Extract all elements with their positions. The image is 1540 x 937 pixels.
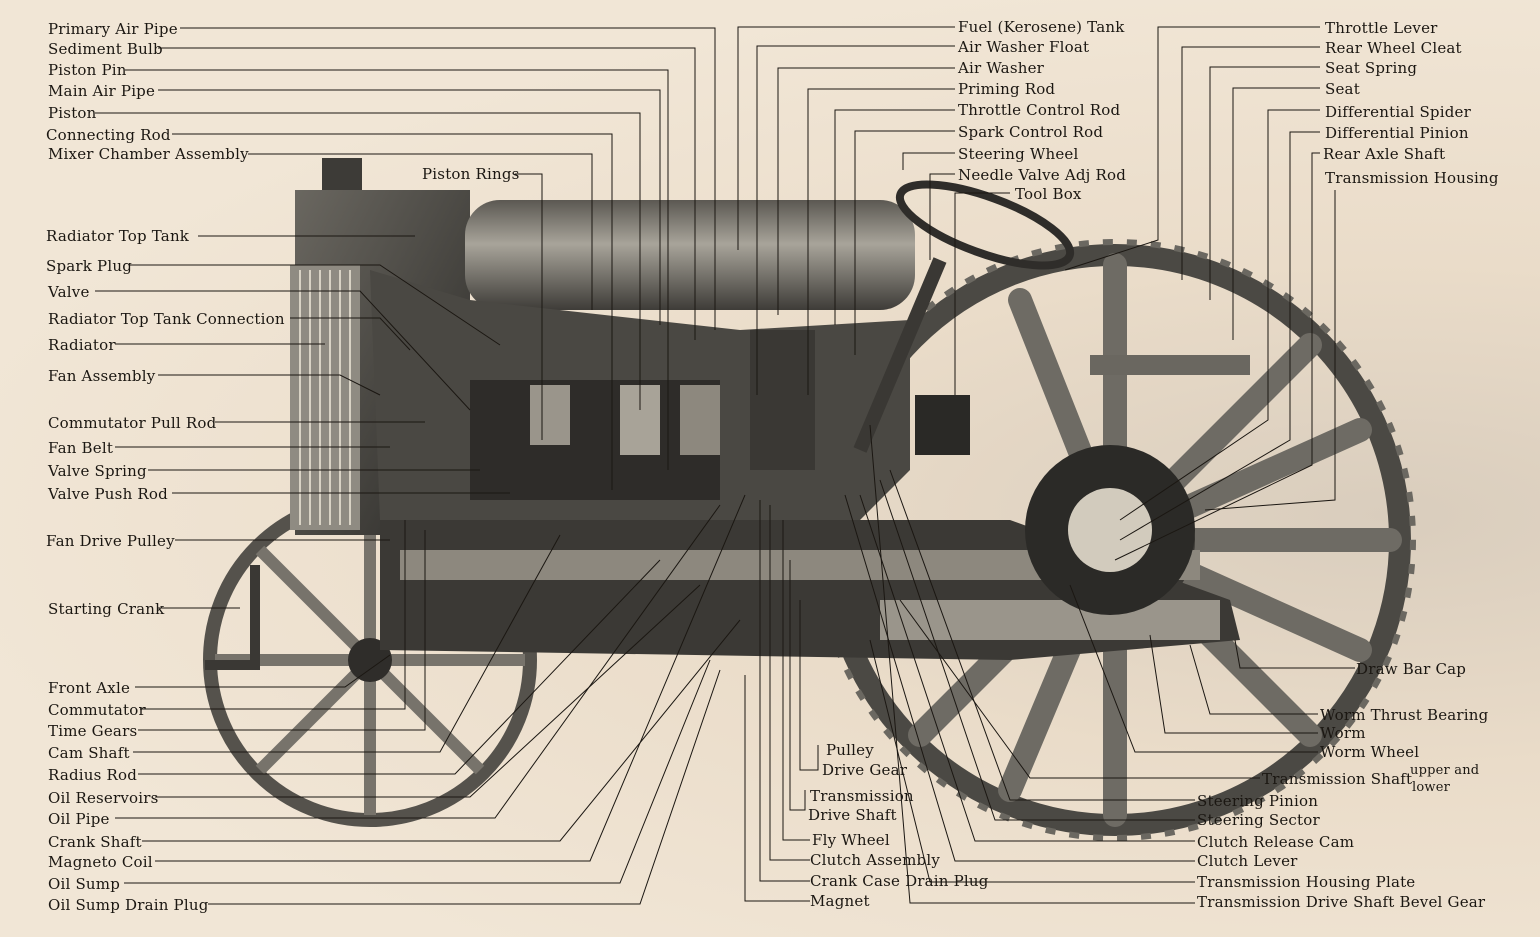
label-commutator: Commutator: [48, 701, 146, 719]
label-magnet: Magnet: [810, 892, 870, 910]
label-cam-shaft: Cam Shaft: [48, 744, 130, 762]
label-main-air-pipe: Main Air Pipe: [48, 82, 156, 100]
label-air-washer-float: Air Washer Float: [958, 38, 1090, 56]
label-valve-spring: Valve Spring: [48, 462, 147, 480]
label-crank-shaft: Crank Shaft: [48, 833, 142, 851]
label-connecting-rod: Connecting Rod: [46, 126, 171, 144]
label-transmission: Transmission: [810, 787, 914, 805]
label-time-gears: Time Gears: [48, 722, 138, 740]
label-pulley: Pulley: [826, 741, 874, 759]
label-clutch-release-cam: Clutch Release Cam: [1197, 833, 1355, 851]
label-magneto-coil: Magneto Coil: [48, 853, 153, 871]
label-radiator-top-tank: Radiator Top Tank: [46, 227, 190, 245]
label-worm: Worm: [1320, 724, 1366, 742]
label-transmission-housing-plate: Transmission Housing Plate: [1197, 873, 1416, 891]
label-valve: Valve: [48, 283, 90, 301]
label-oil-reservoirs: Oil Reservoirs: [48, 789, 159, 807]
label-piston: Piston: [48, 104, 97, 122]
drivetrain: [380, 445, 1240, 660]
label-transmission-housing: Transmission Housing: [1325, 169, 1499, 187]
label-steering-wheel: Steering Wheel: [958, 145, 1079, 163]
label-throttle-control-rod: Throttle Control Rod: [958, 101, 1121, 119]
label-oil-sump-drain-plug: Oil Sump Drain Plug: [48, 896, 209, 914]
label-priming-rod: Priming Rod: [958, 80, 1056, 98]
label-transmission-drive-shaft-bevel-gear: Transmission Drive Shaft Bevel Gear: [1197, 893, 1486, 911]
label-differential-pinion: Differential Pinion: [1325, 124, 1469, 142]
label-draw-bar-cap: Draw Bar Cap: [1356, 660, 1467, 678]
label-seat-spring: Seat Spring: [1325, 59, 1418, 77]
label-fly-wheel: Fly Wheel: [812, 831, 890, 849]
label-throttle-lever: Throttle Lever: [1325, 19, 1438, 37]
label-drive-shaft: Drive Shaft: [808, 806, 897, 824]
label-seat: Seat: [1325, 80, 1360, 98]
label-upper-and: upper and: [1410, 763, 1480, 778]
label-primary-air-pipe: Primary Air Pipe: [48, 20, 178, 38]
label-oil-sump: Oil Sump: [48, 875, 121, 893]
label-steering-pinion: Steering Pinion: [1197, 792, 1319, 810]
steering-column: [853, 180, 1250, 453]
label-fan-belt: Fan Belt: [48, 439, 114, 457]
label-air-washer: Air Washer: [958, 59, 1045, 77]
label-spark-plug: Spark Plug: [46, 257, 133, 275]
label-crank-case-drain-plug: Crank Case Drain Plug: [810, 872, 989, 890]
label-fuel-tank: Fuel (Kerosene) Tank: [958, 18, 1125, 36]
fuel-tank: [465, 200, 915, 310]
label-piston-rings: Piston Rings: [422, 165, 520, 183]
label-fan-drive-pulley: Fan Drive Pulley: [46, 532, 175, 550]
label-needle-valve-adj-rod: Needle Valve Adj Rod: [958, 166, 1127, 184]
label-sediment-bulb: Sediment Bulb: [48, 40, 163, 58]
label-worm-wheel: Worm Wheel: [1320, 743, 1420, 761]
label-piston-pin: Piston Pin: [48, 61, 127, 79]
label-clutch-assembly: Clutch Assembly: [810, 851, 940, 869]
label-valve-push-rod: Valve Push Rod: [48, 485, 168, 503]
label-front-axle: Front Axle: [48, 679, 131, 697]
label-lower: lower: [1412, 780, 1451, 795]
label-tool-box: Tool Box: [1015, 185, 1082, 203]
leader-lines: [95, 26, 1355, 905]
label-steering-sector: Steering Sector: [1197, 811, 1320, 829]
label-starting-crank: Starting Crank: [48, 600, 165, 618]
label-spark-control-rod: Spark Control Rod: [958, 123, 1104, 141]
label-rear-axle-shaft: Rear Axle Shaft: [1323, 145, 1446, 163]
label-transmission-shaft: Transmission Shaft: [1262, 770, 1413, 788]
label-rear-wheel-cleat: Rear Wheel Cleat: [1325, 39, 1462, 57]
label-oil-pipe: Oil Pipe: [48, 810, 110, 828]
label-drive-gear: Drive Gear: [822, 761, 908, 779]
label-worm-thrust-bearing: Worm Thrust Bearing: [1320, 706, 1489, 724]
label-mixer-chamber-assembly: Mixer Chamber Assembly: [48, 145, 249, 163]
label-fan-assembly: Fan Assembly: [48, 367, 156, 385]
label-clutch-lever: Clutch Lever: [1197, 852, 1298, 870]
label-commutator-pull-rod: Commutator Pull Rod: [48, 414, 217, 432]
label-radiator: Radiator: [48, 336, 116, 354]
starting-crank-shape: [205, 565, 260, 670]
label-radiator-top-tank-connection: Radiator Top Tank Connection: [48, 310, 285, 328]
label-differential-spider: Differential Spider: [1325, 103, 1471, 121]
label-radius-rod: Radius Rod: [48, 766, 138, 784]
